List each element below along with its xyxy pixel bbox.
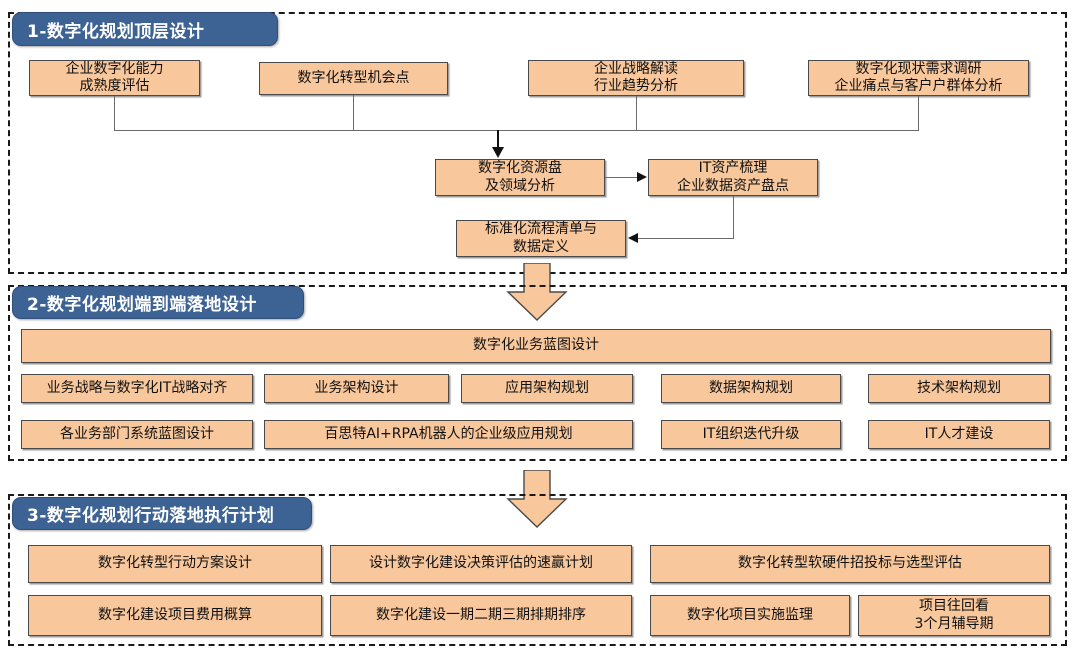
arrow-down-icon (492, 147, 504, 158)
box-label: 标准化流程清单与 数据定义 (485, 221, 597, 255)
box-it-talent-development[interactable]: IT人才建设 (868, 420, 1050, 449)
box-it-asset-inventory[interactable]: IT资产梳理 企业数据资产盘点 (648, 159, 818, 196)
connector-line (497, 130, 499, 152)
box-label: 应用架构规划 (505, 379, 589, 396)
section-2-container (8, 285, 1067, 461)
box-label: 各业务部门系统蓝图设计 (60, 425, 214, 442)
box-label: 技术架构规划 (917, 379, 1001, 396)
box-label: IT资产梳理 企业数据资产盘点 (677, 160, 789, 194)
box-label: 数字化建设一期二期三期排期排序 (376, 606, 586, 623)
connector-line (114, 96, 115, 131)
box-digital-business-blueprint-design[interactable]: 数字化业务蓝图设计 (21, 329, 1051, 363)
box-label: 数据架构规划 (709, 379, 793, 396)
box-label: 设计数字化建设决策评估的速赢计划 (369, 555, 593, 572)
section-3-badge-label: 3-数字化规划行动落地执行计划 (27, 506, 275, 526)
box-application-architecture-planning[interactable]: 应用架构规划 (461, 374, 633, 403)
flow-arrow-section2-to-section3 (506, 470, 568, 528)
box-label: 数字化资源盘 及领域分析 (478, 160, 562, 194)
box-data-architecture-planning[interactable]: 数据架构规划 (661, 374, 841, 403)
box-label: IT组织迭代升级 (702, 425, 800, 442)
section-3-container (8, 494, 1067, 646)
box-department-system-blueprint-design[interactable]: 各业务部门系统蓝图设计 (21, 420, 253, 449)
box-label: 数字化业务蓝图设计 (473, 337, 599, 354)
arrow-right-icon (637, 172, 647, 182)
box-label: 项目往回看 3个月辅导期 (914, 598, 994, 632)
section-1-badge: 1-数字化规划顶层设计 (12, 12, 278, 46)
connector-line (638, 238, 733, 239)
box-digital-status-demand-research[interactable]: 数字化现状需求调研 企业痛点与客户户群体分析 (808, 60, 1029, 96)
box-technology-architecture-planning[interactable]: 技术架构规划 (868, 374, 1050, 403)
box-business-strategy-it-strategy-alignment[interactable]: 业务战略与数字化IT战略对齐 (21, 374, 253, 403)
section-2-badge: 2-数字化规划端到端落地设计 (12, 286, 304, 319)
box-software-hardware-bidding-selection[interactable]: 数字化转型软硬件招投标与选型评估 (650, 545, 1050, 583)
box-enterprise-digital-capability-maturity[interactable]: 企业数字化能力 成熟度评估 (29, 60, 200, 96)
connector-line (636, 96, 637, 131)
flow-arrow-section1-to-section2 (506, 263, 568, 321)
box-label: IT人才建设 (924, 425, 994, 442)
connector-line (733, 196, 734, 239)
box-label: 业务架构设计 (314, 379, 399, 396)
box-ai-rpa-enterprise-application-planning[interactable]: 百思特AI+RPA机器人的企业级应用规划 (264, 420, 633, 449)
box-phase-scheduling[interactable]: 数字化建设一期二期三期排期排序 (330, 595, 632, 636)
connector-line (605, 177, 639, 178)
box-digital-resource-inventory[interactable]: 数字化资源盘 及领域分析 (435, 159, 605, 196)
section-1-badge-label: 1-数字化规划顶层设计 (27, 21, 205, 42)
section-3-badge: 3-数字化规划行动落地执行计划 (12, 497, 312, 530)
box-enterprise-strategy-interpretation[interactable]: 企业战略解读 行业趋势分析 (528, 60, 744, 96)
box-project-cost-budget[interactable]: 数字化建设项目费用概算 (28, 595, 322, 636)
section-2-badge-label: 2-数字化规划端到端落地设计 (27, 295, 257, 315)
box-label: 数字化项目实施监理 (687, 606, 813, 623)
connector-line (918, 96, 919, 131)
box-label: 数字化建设项目费用概算 (98, 606, 252, 623)
box-it-organization-iteration-upgrade[interactable]: IT组织迭代升级 (661, 420, 841, 449)
box-label: 数字化转型机会点 (297, 69, 410, 86)
box-project-review-coaching[interactable]: 项目往回看 3个月辅导期 (858, 595, 1050, 636)
box-label: 数字化现状需求调研 企业痛点与客户户群体分析 (834, 60, 1003, 95)
arrow-left-icon (628, 233, 638, 243)
box-label: 企业战略解读 行业趋势分析 (594, 60, 678, 95)
box-digital-transformation-action-plan-design[interactable]: 数字化转型行动方案设计 (28, 545, 322, 583)
connector-line (114, 130, 919, 131)
connector-line (353, 95, 354, 131)
box-quick-win-plan-design[interactable]: 设计数字化建设决策评估的速赢计划 (330, 545, 632, 583)
box-label: 数字化转型行动方案设计 (98, 555, 252, 572)
box-business-architecture-design[interactable]: 业务架构设计 (264, 374, 449, 403)
box-label: 企业数字化能力 成熟度评估 (65, 60, 164, 95)
box-label: 百思特AI+RPA机器人的企业级应用规划 (324, 425, 573, 442)
box-standard-process-list-data-definition[interactable]: 标准化流程清单与 数据定义 (456, 220, 626, 257)
box-label: 业务战略与数字化IT战略对齐 (46, 379, 228, 396)
box-digital-transformation-opportunities[interactable]: 数字化转型机会点 (259, 62, 448, 95)
box-project-implementation-supervision[interactable]: 数字化项目实施监理 (650, 595, 850, 636)
box-label: 数字化转型软硬件招投标与选型评估 (738, 555, 962, 572)
